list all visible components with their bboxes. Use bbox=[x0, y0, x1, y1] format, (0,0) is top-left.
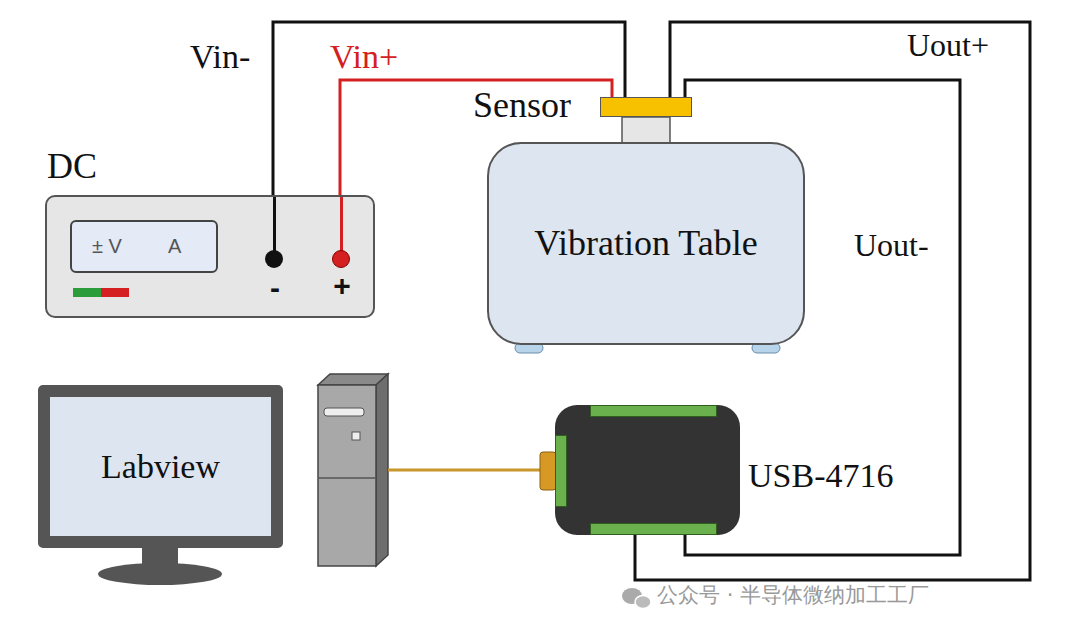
monitor-base bbox=[98, 563, 222, 585]
wire-label: Uout+ bbox=[905, 28, 991, 63]
usb-plug bbox=[540, 452, 556, 490]
device-detail bbox=[265, 250, 283, 268]
watermark: 公众号 · 半导体微纳加工工厂 bbox=[657, 584, 929, 607]
device-detail bbox=[332, 250, 350, 268]
monitor: Labview bbox=[38, 385, 283, 548]
device-detail bbox=[590, 523, 717, 535]
node-text: Vibration Table bbox=[534, 224, 758, 264]
dc-power-supply: DC-+± VA bbox=[45, 195, 375, 318]
usb-cable bbox=[388, 469, 542, 472]
sensor-mount bbox=[622, 117, 670, 144]
wire-label: Vin- bbox=[188, 38, 252, 75]
node-text: - bbox=[270, 271, 280, 304]
node-text: + bbox=[333, 269, 351, 302]
node-text: USB-4716 bbox=[748, 457, 893, 494]
node-text: A bbox=[168, 235, 181, 257]
node-text: ± V bbox=[92, 235, 122, 257]
vibration-table: Vibration Table bbox=[487, 142, 805, 345]
usb-daq-device: USB-4716 bbox=[555, 405, 740, 535]
node-text: DC bbox=[47, 147, 97, 187]
device-detail bbox=[73, 288, 101, 297]
pc-tower bbox=[318, 374, 388, 566]
display-panel: ± V A bbox=[70, 220, 218, 273]
device-detail bbox=[101, 288, 129, 297]
wechat-icon bbox=[622, 588, 651, 609]
device-detail bbox=[555, 435, 567, 507]
wire-label: Vin+ bbox=[328, 38, 400, 75]
sensor: Sensor bbox=[600, 97, 692, 117]
node-text: Sensor bbox=[473, 86, 571, 126]
node-text: Labview bbox=[101, 448, 220, 485]
device-detail bbox=[590, 405, 717, 417]
wire-label: Uout- bbox=[852, 228, 931, 263]
